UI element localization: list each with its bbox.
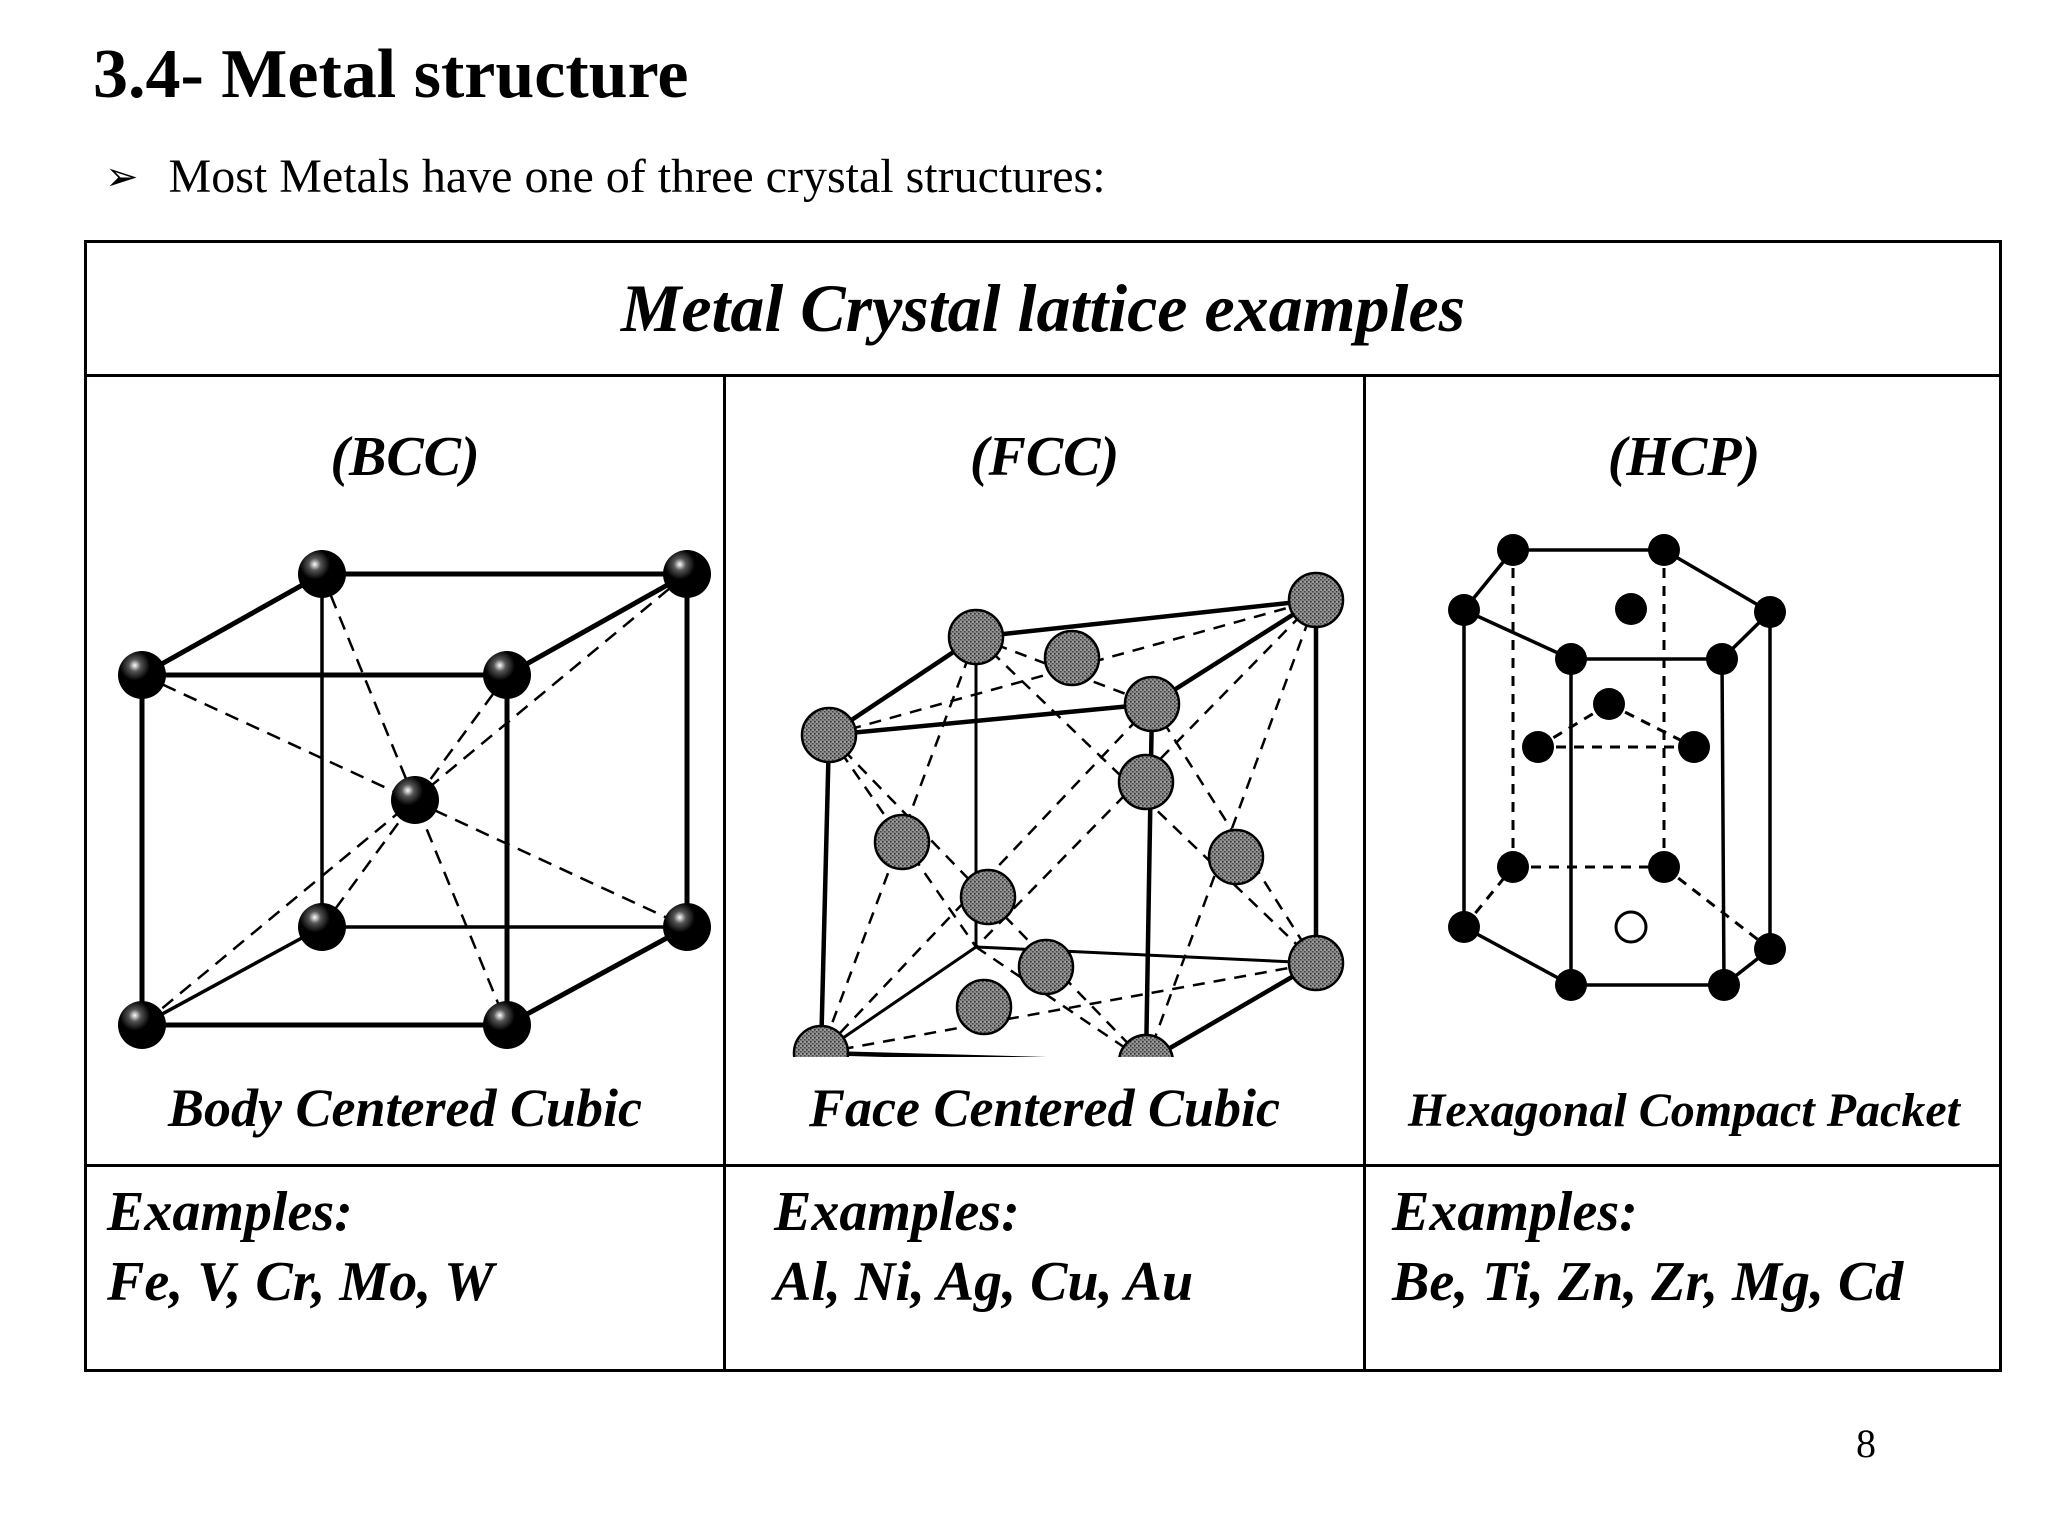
page-number: 8: [1856, 1421, 1876, 1466]
hcp-structure-cell: (HCP): [1366, 377, 2002, 1167]
fcc-abbreviation: (FCC): [969, 426, 1120, 488]
bullet-text: Most Metals have one of three crystal st…: [168, 150, 1106, 203]
fcc-full-name: Face Centered Cubic: [809, 1078, 1280, 1138]
page-title: 3.4- Metal structure: [93, 36, 689, 113]
bcc-abbreviation: (BCC): [330, 426, 480, 488]
hcp-column: (HCP): [1366, 377, 2002, 1372]
fcc-lattice-diagram: [792, 571, 1345, 1057]
hcp-examples-list: Be, Ti, Zn, Zr, Mg, Cd: [1392, 1251, 1904, 1313]
hcp-examples-label: Examples:: [1392, 1181, 1638, 1243]
arrow-bullet-icon: ➢: [105, 154, 139, 199]
fcc-examples: Examples: Al, Ni, Ag, Cu, Au: [774, 1177, 1193, 1317]
bcc-lattice-diagram: [118, 550, 711, 1049]
crystal-lattice-table: Metal Crystal lattice examples (BCC): [84, 240, 2002, 1372]
table-header: Metal Crystal lattice examples: [87, 243, 1999, 377]
bcc-examples-label: Examples:: [107, 1181, 353, 1243]
hcp-abbreviation: (HCP): [1607, 426, 1761, 488]
hcp-lattice-diagram: [1448, 534, 1786, 1001]
hcp-full-name: Hexagonal Compact Packet: [1408, 1084, 1960, 1137]
bcc-examples: Examples: Fe, V, Cr, Mo, W: [107, 1177, 494, 1317]
bcc-examples-list: Fe, V, Cr, Mo, W: [107, 1251, 494, 1313]
fcc-examples-list: Al, Ni, Ag, Cu, Au: [774, 1251, 1194, 1313]
bullet-point: ➢ Most Metals have one of three crystal …: [105, 153, 1106, 201]
bcc-structure-cell: (BCC): [87, 377, 723, 1167]
bcc-full-name: Body Centered Cubic: [168, 1078, 642, 1138]
hcp-examples: Examples: Be, Ti, Zn, Zr, Mg, Cd: [1392, 1177, 1903, 1317]
fcc-structure-cell: (FCC): [726, 377, 1363, 1167]
fcc-examples-label: Examples:: [774, 1181, 1020, 1243]
fcc-column: (FCC): [726, 377, 1366, 1372]
bcc-column: (BCC): [87, 377, 726, 1372]
